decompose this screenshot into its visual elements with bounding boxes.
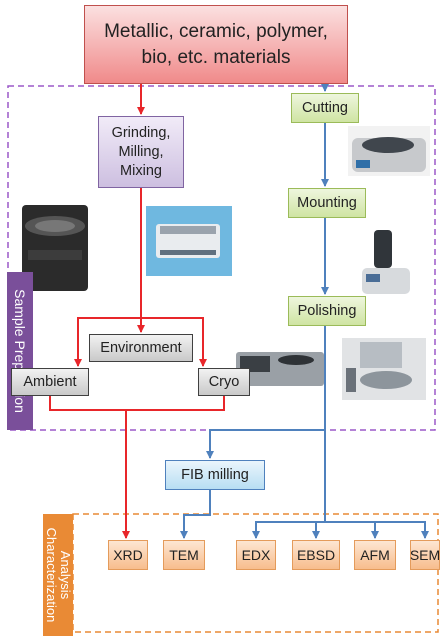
materials-line-1: Metallic, ceramic, polymer, <box>104 20 328 42</box>
edx-box: EDX <box>236 540 276 570</box>
mounting-box: Mounting <box>288 188 366 218</box>
mounting-press-image <box>348 226 418 302</box>
environment-box: Environment <box>89 334 193 362</box>
grinding-label: Grinding, <box>111 124 171 141</box>
cryo-box: Cryo <box>198 368 250 396</box>
materials-line-2: bio, etc. materials <box>141 46 291 68</box>
cutting-box: Cutting <box>291 93 359 123</box>
ebsd-box: EBSD <box>292 540 340 570</box>
materials-box: Metallic, ceramic, polymer, bio, etc. ma… <box>84 5 348 84</box>
analysis-characterization-text: Analysis Characterization <box>44 527 73 623</box>
xrd-box: XRD <box>108 540 148 570</box>
sample-preparation-tab: Sample Preparation <box>7 272 33 430</box>
analysis-region <box>72 513 439 633</box>
automatic-polisher-image <box>342 338 426 400</box>
afm-box: AFM <box>354 540 396 570</box>
cutting-machine-image <box>348 126 430 176</box>
ball-mill-image <box>22 205 88 291</box>
blue-flow-lines <box>180 84 429 539</box>
cryo-mill-image <box>146 206 232 276</box>
polishing-box: Polishing <box>288 296 366 326</box>
ambient-box: Ambient <box>11 368 89 396</box>
grinding-milling-mixing-box: Grinding, Milling, Mixing <box>98 116 184 188</box>
red-flow-lines <box>49 84 225 539</box>
milling-label: Milling, <box>118 143 164 160</box>
fib-milling-box: FIB milling <box>165 460 265 490</box>
mixing-label: Mixing <box>120 162 162 179</box>
characterization-label: Characterization <box>44 527 59 623</box>
tem-box: TEM <box>163 540 205 570</box>
sem-box: SEM <box>410 540 440 570</box>
analysis-characterization-tab: Analysis Characterization <box>43 514 73 636</box>
analysis-label: Analysis <box>58 550 73 600</box>
